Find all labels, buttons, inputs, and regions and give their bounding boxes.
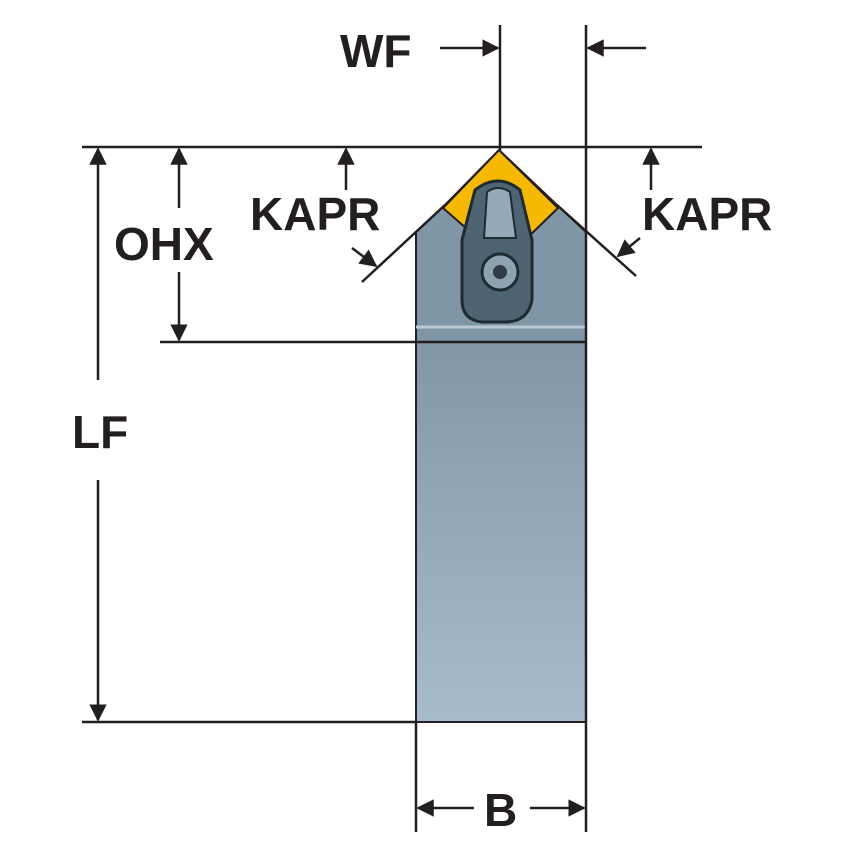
clamp-lever — [460, 179, 534, 324]
lf-label: LF — [72, 406, 128, 458]
screw-torx-icon — [493, 265, 507, 279]
dimension-lines — [82, 25, 702, 832]
tool-holder — [415, 148, 587, 723]
kapr-right-label: KAPR — [642, 188, 772, 240]
kapr-left-label: KAPR — [250, 188, 380, 240]
kapr-right-arrow-angle — [616, 237, 641, 258]
shank — [415, 341, 587, 723]
clamp-slot — [482, 187, 518, 239]
dimension-arrows — [89, 39, 660, 817]
b-label: B — [484, 784, 517, 836]
kapr-left-arrow-angle — [351, 247, 378, 268]
wf-label: WF — [340, 25, 412, 77]
ohx-label: OHX — [114, 218, 214, 270]
